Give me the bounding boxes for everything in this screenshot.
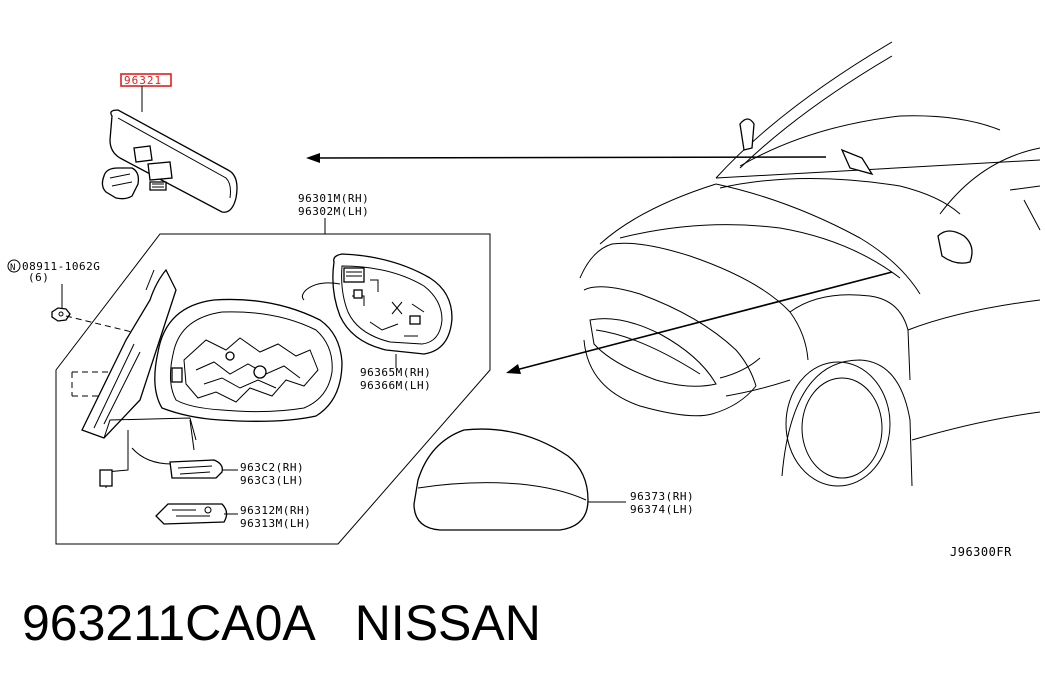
pointer-arrow-door-mirror: [506, 271, 893, 374]
finisher-icon: [155, 503, 228, 525]
finisher-rh-label: 96312M(RH): [240, 504, 311, 517]
caption-part-number: 963211CA0A: [22, 595, 313, 651]
nut-icon: [51, 307, 71, 322]
highlight-label: 96321: [124, 74, 162, 87]
highlight-box: [120, 73, 172, 87]
mirror-cover-icon: [413, 428, 589, 531]
part-caption: 963211CA0A NISSAN: [22, 598, 1022, 648]
exploded-view-frame: [55, 233, 491, 545]
caption-brand: NISSAN: [354, 595, 541, 651]
nut-symbol-circle: [7, 259, 21, 273]
pointer-arrow-rear-view: [306, 153, 827, 163]
rear-view-mirror-icon: [101, 109, 238, 213]
car-outline-icon: [579, 41, 1041, 487]
turn-lamp-icon: [169, 459, 223, 479]
nut-callout: N 08911-1062G (6): [7, 259, 100, 322]
mirror-assy-lh-label: 96302M(LH): [298, 205, 369, 218]
finisher-lh-label: 96313M(LH): [240, 517, 311, 530]
highlight-label-group[interactable]: 96321: [120, 73, 172, 87]
glass-rh-label: 96365M(RH): [360, 366, 431, 379]
mirror-assy-rh-label: 96301M(RH): [298, 192, 369, 205]
lamp-lh-label: 963C3(LH): [240, 474, 304, 487]
glass-lh-label: 96366M(LH): [360, 379, 431, 392]
nut-symbol: N: [10, 263, 15, 273]
nut-qty-label: (6): [28, 271, 49, 284]
diagram-code: J96300FR: [950, 545, 1012, 559]
mirror-glass-icon: [301, 253, 453, 355]
cover-lh-label: 96374(LH): [630, 503, 694, 516]
nut-code-label: 08911-1062G: [22, 260, 100, 273]
caption-separator: [313, 595, 355, 651]
cover-rh-label: 96373(RH): [630, 490, 694, 503]
door-mirror-icon: [81, 268, 343, 488]
lamp-rh-label: 963C2(RH): [240, 461, 304, 474]
